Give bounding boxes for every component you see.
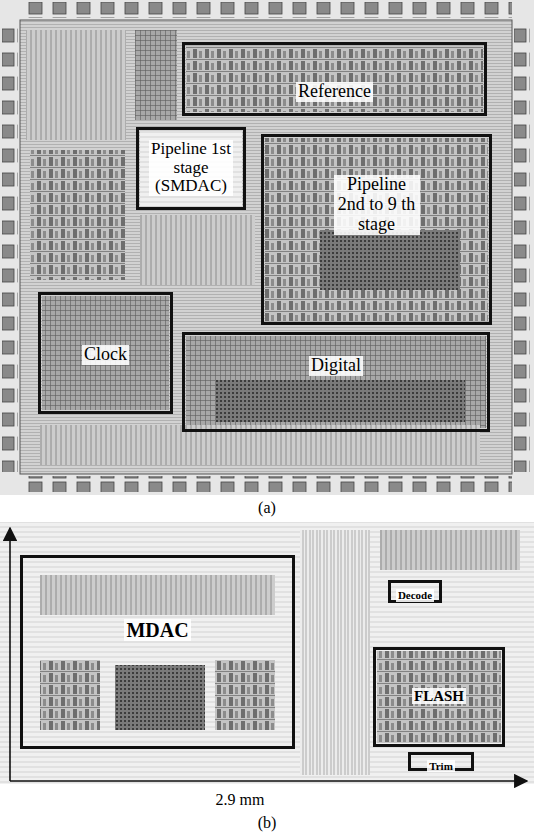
region-box: Clock [38, 292, 173, 414]
digital-circuit [186, 336, 486, 428]
reference-circuit [186, 46, 483, 112]
core-area [20, 20, 512, 474]
mdac-circuit [24, 559, 291, 745]
region-label-wrap: Digital [185, 356, 487, 376]
capacitor-array [115, 665, 205, 730]
smdac-circuit [140, 131, 242, 206]
region-label: FLASH [412, 688, 466, 705]
pipeline-core [320, 230, 460, 290]
region-label-wrap: Trim [411, 756, 471, 774]
region-label: Decode [396, 589, 434, 601]
region-label-wrap: MDAC [23, 619, 292, 641]
circuit-block [380, 530, 520, 570]
clock-circuit [42, 296, 169, 410]
region-label-wrap: Clock [41, 345, 170, 365]
region-box: FLASH [373, 647, 505, 747]
circuit-block [30, 150, 125, 280]
pad-row [22, 2, 512, 18]
dimension-label: 2.9 mm [214, 791, 267, 809]
region-label: Trim [427, 760, 455, 772]
region-label-wrap: Reference [185, 82, 484, 102]
switch-array [40, 660, 100, 730]
layout-ground [0, 522, 534, 784]
circuit-block [135, 30, 177, 120]
panel-label: (b) [256, 814, 279, 832]
region-label-wrap: Decode [391, 585, 439, 603]
amplifier-block [40, 575, 275, 615]
logic-cells [215, 380, 465, 422]
region-box: Digital [182, 332, 490, 432]
region-label-wrap: Pipeline 1st stage (SMDAC) [139, 140, 243, 196]
routing-bus [300, 530, 370, 775]
region-label: Pipeline 2nd to 9 th stage [334, 175, 420, 234]
region-box: Pipeline 2nd to 9 th stage [261, 134, 492, 325]
region-label-wrap: FLASH [376, 687, 502, 705]
pad-column [514, 22, 530, 472]
region-box: Pipeline 1st stage (SMDAC) [136, 127, 246, 210]
pipeline-circuit [265, 138, 488, 321]
dimension-arrow [10, 780, 527, 782]
die-ground [0, 0, 534, 495]
region-label: MDAC [124, 619, 190, 641]
switch-array [215, 660, 275, 730]
region-label: Digital [309, 356, 363, 376]
region-box: MDAC [20, 555, 295, 749]
comparator-array [377, 651, 501, 743]
pad-row [22, 476, 512, 492]
pad-column [2, 22, 18, 472]
region-label: Clock [82, 345, 129, 365]
panel-label: (a) [256, 499, 278, 517]
region-box: Reference [182, 42, 487, 116]
circuit-block [140, 215, 255, 285]
circuit-block [26, 30, 126, 140]
dimension-arrow [9, 528, 11, 781]
region-box: Trim [408, 752, 474, 771]
region-label: Reference [296, 82, 373, 102]
region-box: Decode [388, 580, 442, 603]
region-label: Pipeline 1st stage (SMDAC) [149, 140, 233, 196]
region-label-wrap: Pipeline 2nd to 9 th stage [264, 175, 489, 234]
